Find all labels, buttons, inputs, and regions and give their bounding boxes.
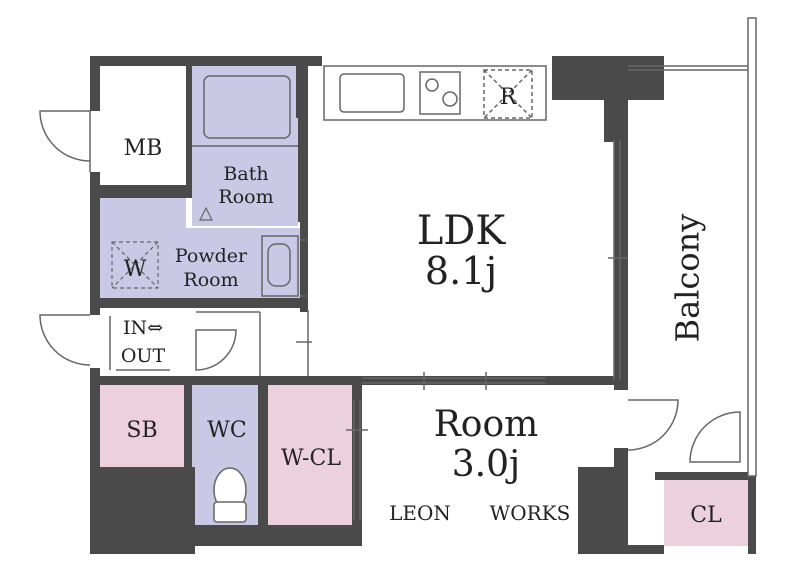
w-label: W [124, 257, 147, 282]
balcony-railing [628, 17, 757, 477]
doors [39, 110, 741, 463]
branding-left: LEON [389, 501, 451, 525]
in-out-label-line2: OUT [121, 345, 166, 367]
powder-label-line2: Room [183, 269, 238, 291]
room-name-label: Room [434, 404, 539, 445]
powder-label-line1: Powder [175, 245, 248, 267]
ldk-size-label: 8.1j [425, 249, 497, 293]
mb-label: MB [124, 136, 163, 161]
bathtub [203, 75, 291, 139]
sb-room [100, 385, 184, 467]
ldk-name-label: LDK [417, 208, 507, 254]
wash-basin [261, 235, 299, 297]
cl-room [664, 480, 748, 546]
cl-label: CL [690, 503, 722, 528]
wc-label: WC [207, 418, 246, 443]
fridge-label: R [500, 85, 518, 110]
room-size-label: 3.0j [452, 444, 520, 485]
mb-room [100, 103, 186, 185]
powder-room-upper [100, 198, 186, 228]
branding-right: WORKS [490, 501, 571, 525]
sliding-doors [346, 140, 628, 520]
bath-label-line1: Bath [223, 163, 268, 185]
in-out-label-line1: IN⇔ [123, 317, 163, 339]
sb-label: SB [126, 418, 157, 443]
bath-step-icon [199, 206, 213, 221]
wcl-label: W-CL [281, 446, 341, 471]
walls [90, 56, 756, 554]
kitchen-counter [323, 65, 547, 121]
wcl-room [268, 385, 352, 525]
washer-space [111, 241, 159, 289]
toilet [213, 467, 247, 523]
bath-label-line2: Room [218, 186, 273, 208]
balcony-label: Balcony [669, 214, 707, 343]
